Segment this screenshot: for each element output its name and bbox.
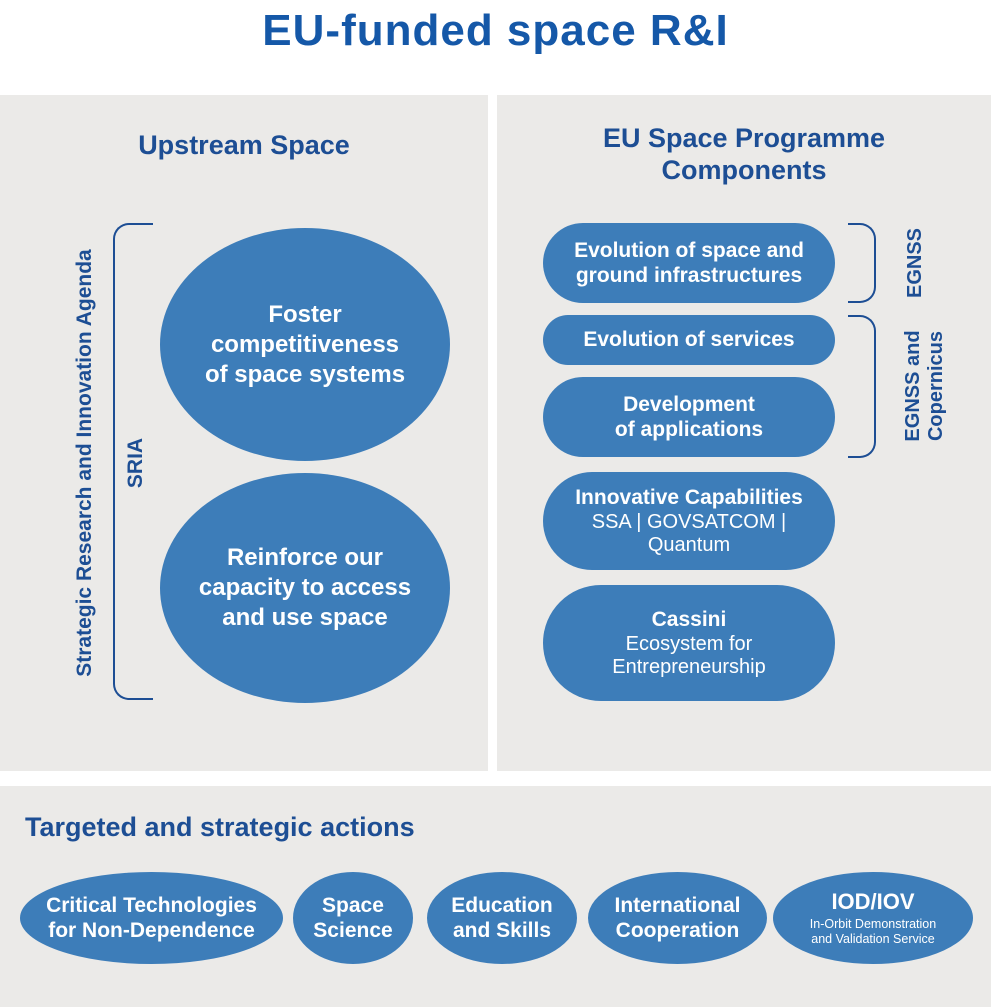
ellipse-foster-text: Foster competitiveness of space systems — [204, 300, 406, 388]
egnss-copernicus-vertical-label: EGNSS and Copernicus — [902, 330, 947, 442]
targeted-actions-panel: Targeted and strategic actions Critical … — [0, 786, 991, 1007]
egnss-bracket — [848, 223, 876, 303]
action-critical-technologies-text: Critical Technologies for Non-Dependence — [46, 893, 257, 942]
action-critical-technologies: Critical Technologies for Non-Dependence — [20, 872, 283, 964]
pill-evolution-services: Evolution of services — [543, 315, 835, 365]
sria-bracket — [113, 223, 153, 700]
pill-innovative-capabilities-title: Innovative Capabilities — [575, 486, 803, 510]
action-iod-iov: IOD/IOV In-Orbit Demonstration and Valid… — [773, 872, 973, 964]
egnss-copernicus-bracket — [848, 315, 876, 458]
targeted-actions-heading: Targeted and strategic actions — [25, 812, 415, 842]
pill-evolution-services-text: Evolution of services — [583, 328, 795, 352]
action-space-science-text: Space Science — [313, 893, 393, 942]
programme-components-heading: EU Space Programme Components — [602, 123, 886, 185]
programme-components-panel: EU Space Programme Components Evolution … — [497, 95, 991, 771]
ellipse-reinforce-text: Reinforce our capacity to access and use… — [198, 544, 412, 631]
upstream-space-heading: Upstream Space — [138, 130, 350, 160]
sria-vertical-label: Strategic Research and Innovation Agenda… — [47, 223, 146, 703]
action-iod-iov-subtitle: In-Orbit Demonstration and Validation Se… — [809, 917, 937, 947]
sria-label-text: Strategic Research and Innovation Agenda — [73, 249, 97, 677]
ellipse-foster-competitiveness: Foster competitiveness of space systems — [160, 228, 450, 461]
page-title: EU-funded space R&I — [262, 6, 729, 55]
pill-innovative-capabilities-subtitle: SSA | GOVSATCOM | Quantum — [591, 510, 787, 556]
pill-evolution-infrastructures-text: Evolution of space and ground infrastruc… — [574, 238, 804, 287]
pill-cassini-title: Cassini — [651, 608, 727, 632]
action-education-skills: Education and Skills — [427, 872, 577, 964]
pill-cassini-subtitle: Ecosystem for Entrepreneurship — [612, 632, 766, 678]
pill-evolution-infrastructures: Evolution of space and ground infrastruc… — [543, 223, 835, 303]
pill-development-applications-text: Development of applications — [614, 392, 764, 441]
action-international-cooperation-text: International Cooperation — [614, 893, 741, 942]
egnss-vertical-label: EGNSS — [904, 227, 926, 299]
pill-innovative-capabilities: Innovative Capabilities SSA | GOVSATCOM … — [543, 472, 835, 570]
action-iod-iov-title: IOD/IOV — [831, 888, 915, 914]
action-international-cooperation: International Cooperation — [588, 872, 767, 964]
action-education-skills-text: Education and Skills — [451, 893, 553, 942]
upstream-space-panel: Upstream Space Strategic Research and In… — [0, 95, 488, 771]
action-space-science: Space Science — [293, 872, 413, 964]
pill-cassini: Cassini Ecosystem for Entrepreneurship — [543, 585, 835, 701]
pill-development-applications: Development of applications — [543, 377, 835, 457]
ellipse-reinforce-capacity: Reinforce our capacity to access and use… — [160, 473, 450, 703]
